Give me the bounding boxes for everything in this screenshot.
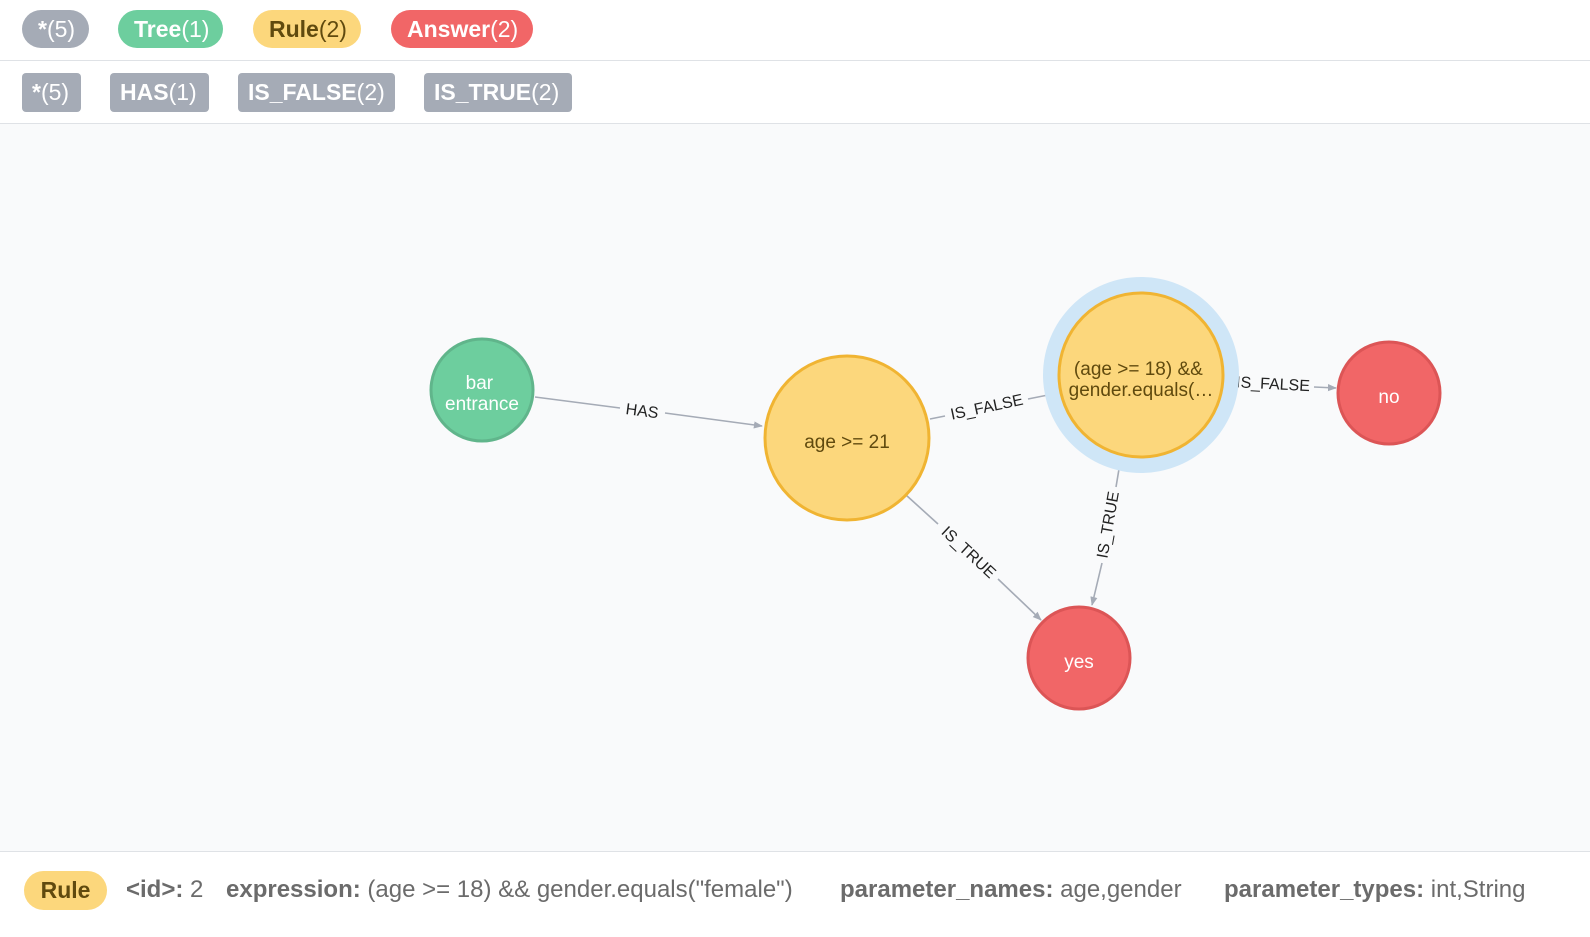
reltype-filter-is-false[interactable]: IS_FALSE(2) — [238, 73, 395, 112]
node-no-text: no — [1378, 387, 1399, 408]
property-expression: expression: (age >= 18) && gender.equals… — [226, 876, 793, 903]
property-parameter-names: parameter_names: age,gender — [840, 876, 1182, 903]
node-tree-line2: entrance — [445, 394, 519, 415]
label-filter-answer[interactable]: Answer(2) — [391, 10, 533, 48]
edge-label-rule2-is-false: IS_FALSE — [1236, 374, 1311, 395]
relationship-types-bar: *(5) HAS(1) IS_FALSE(2) IS_TRUE(2) — [0, 61, 1590, 124]
edge-has[interactable]: HAS — [534, 396, 763, 429]
graph-view: HAS IS_FALSE IS_TRUE IS_FALSE — [429, 277, 1442, 711]
edge-rule1-is-false[interactable]: IS_FALSE — [929, 391, 1059, 424]
edge-rule2-is-false[interactable]: IS_FALSE — [1226, 374, 1337, 395]
graph-canvas[interactable]: HAS IS_FALSE IS_TRUE IS_FALSE — [0, 124, 1590, 851]
edge-label-rule1-is-true: IS_TRUE — [938, 524, 999, 583]
svg-text:bar entrance: bar entrance — [445, 373, 519, 415]
edge-label-rule1-is-false: IS_FALSE — [949, 392, 1025, 424]
property-parameter-types: parameter_types: int,String — [1224, 876, 1526, 903]
reltype-filter-is-true[interactable]: IS_TRUE(2) — [424, 73, 572, 112]
node-yes-text: yes — [1064, 652, 1094, 673]
node-tree-bar-entrance[interactable]: bar entrance — [429, 337, 535, 443]
node-rule2-line2: gender.equals(… — [1069, 380, 1214, 401]
selected-label-badge[interactable]: Rule — [24, 871, 107, 910]
reltype-filter-all[interactable]: *(5) — [22, 73, 81, 112]
reltype-filter-has[interactable]: HAS(1) — [110, 73, 209, 112]
node-rule1-text: age >= 21 — [804, 432, 890, 453]
label-filter-tree[interactable]: Tree(1) — [118, 10, 223, 48]
svg-text:(age >= 18) && gende: (age >= 18) && gender.equals(… — [1069, 359, 1214, 401]
node-tree-line1: bar — [466, 373, 494, 394]
edge-rule1-is-true[interactable]: IS_TRUE — [905, 494, 1042, 621]
selection-details-bar: Rule <id>: 2 expression: (age >= 18) && … — [0, 851, 1590, 937]
property-id: <id>: 2 — [126, 876, 204, 903]
node-rule-age-18-gender[interactable]: (age >= 18) && gender.equals(… — [1043, 277, 1239, 473]
node-rule-age-21[interactable]: age >= 21 — [763, 354, 931, 522]
node-answer-yes[interactable]: yes — [1026, 605, 1132, 711]
node-labels-bar: *(5) Tree(1) Rule(2) Answer(2) — [0, 0, 1590, 61]
node-rule2-line1: (age >= 18) && — [1074, 359, 1203, 380]
edge-label-rule2-is-true: IS_TRUE — [1094, 490, 1122, 560]
node-answer-no[interactable]: no — [1336, 340, 1442, 446]
label-filter-rule[interactable]: Rule(2) — [253, 10, 361, 48]
edge-rule2-is-true[interactable]: IS_TRUE — [1090, 456, 1123, 606]
edge-label-has: HAS — [625, 401, 660, 422]
label-filter-all[interactable]: *(5) — [22, 10, 89, 48]
